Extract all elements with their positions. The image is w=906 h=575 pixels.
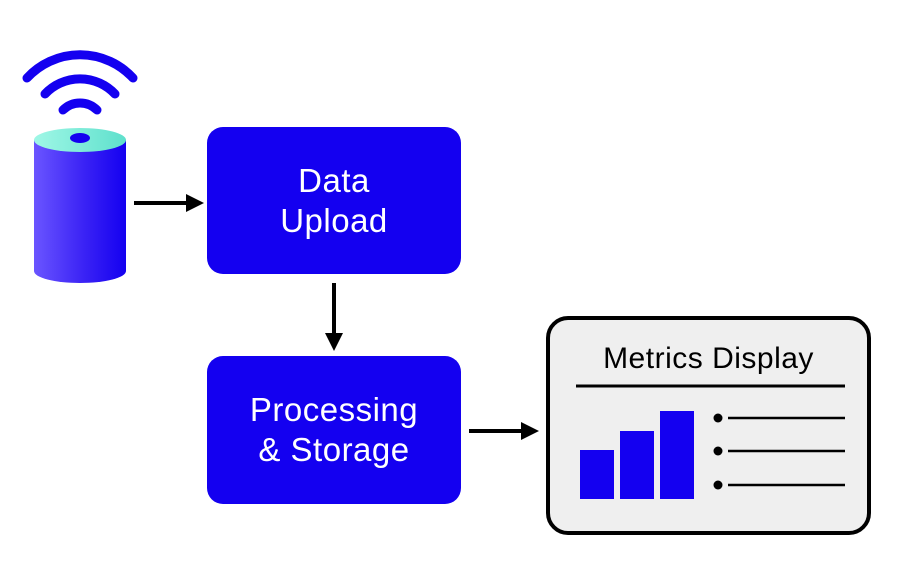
processing-storage-box: Processing & Storage: [207, 356, 461, 504]
metrics-display-title: Metrics Display: [603, 342, 814, 375]
list-bullet: [713, 413, 723, 423]
sensor-device-icon: [34, 128, 126, 283]
chart-bar: [660, 411, 694, 499]
bullet-list-icon: [713, 413, 845, 490]
data-upload-box: Data Upload: [207, 127, 461, 274]
metrics-display-graphics: [576, 384, 845, 499]
processing-storage-label-line1: Processing: [249, 391, 419, 428]
processing-storage-label-line2: & Storage: [258, 431, 410, 468]
metrics-display-panel: Metrics Display: [546, 316, 871, 535]
list-bullet: [713, 446, 723, 456]
arrow-device-to-upload: [134, 194, 204, 212]
chart-bar: [620, 431, 654, 499]
arrow-upload-to-storage: [325, 283, 343, 351]
data-upload-label-line1: Data: [298, 161, 370, 199]
chart-bar: [580, 450, 614, 499]
wifi-signal-icon: [22, 50, 138, 115]
bar-chart-icon: [580, 411, 694, 499]
arrow-storage-to-display: [469, 422, 539, 440]
list-bullet: [713, 480, 723, 490]
data-upload-label-line2: Upload: [280, 201, 388, 239]
